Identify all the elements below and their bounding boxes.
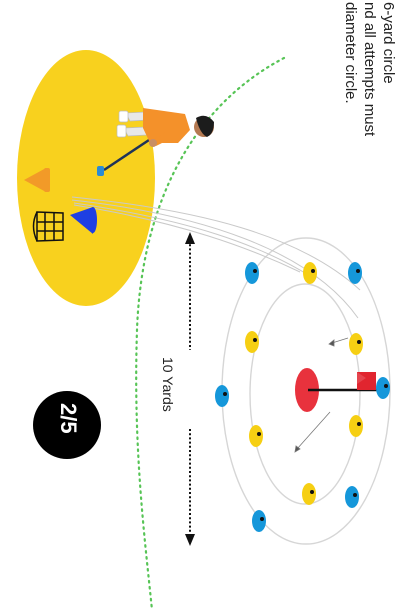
- golfer-figure-icon: [97, 108, 214, 176]
- marker-yellow: [303, 262, 317, 284]
- distance-label: 10 Yards: [160, 357, 176, 412]
- ball-paths: [71, 196, 361, 319]
- marker-blue: [245, 262, 259, 284]
- flag-pin-icon: [308, 372, 380, 392]
- marker-yellow: [302, 483, 316, 505]
- step-badge-label: 2/5: [56, 403, 81, 434]
- marker-blue: [348, 262, 362, 284]
- inner-markers: [245, 262, 363, 505]
- marker-yellow: [249, 425, 263, 447]
- roll-arrows: [294, 337, 349, 453]
- marker-blue: [376, 377, 390, 399]
- marker-blue: [252, 510, 266, 532]
- marker-blue: [215, 385, 229, 407]
- instruction-line-1: 6-yard circle: [380, 2, 397, 84]
- target-hole: [295, 368, 319, 412]
- step-badge: 2/5: [33, 391, 101, 459]
- instruction-line-3: diameter circle.: [342, 2, 359, 104]
- marker-yellow: [349, 415, 363, 437]
- blue-cone-icon: [70, 207, 97, 234]
- marker-blue: [345, 486, 359, 508]
- distance-measure: [180, 232, 202, 546]
- boundary-arc: [135, 56, 286, 612]
- marker-yellow: [245, 331, 259, 353]
- inner-circle: [249, 283, 361, 505]
- instruction-line-2: nd all attempts must: [361, 2, 378, 137]
- outer-markers: [215, 262, 390, 532]
- orange-cone-icon: [24, 168, 50, 192]
- ball-basket-icon: [32, 211, 64, 242]
- marker-yellow: [349, 333, 363, 355]
